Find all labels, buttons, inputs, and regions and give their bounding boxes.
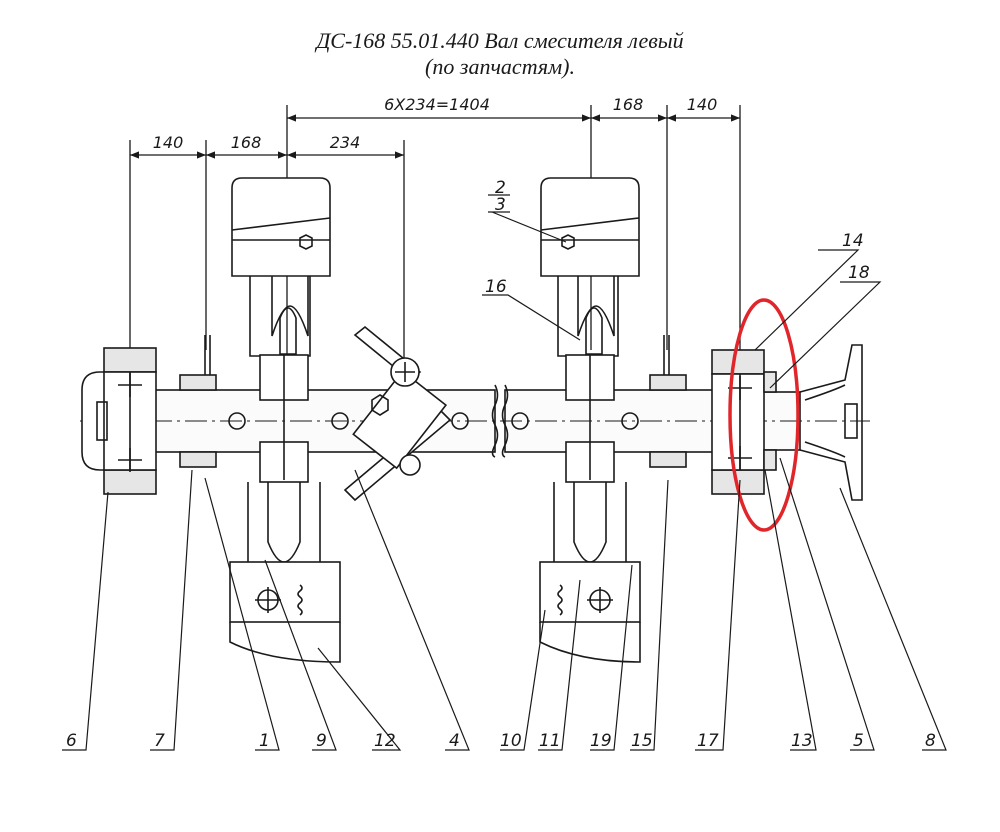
title-line-2: (по запчастям). [425, 54, 575, 79]
callout-8: 8 [925, 731, 936, 751]
left-paddle-assembly [229, 177, 341, 663]
highlight-ellipse [728, 298, 800, 532]
bottom-callout-leaders [62, 457, 947, 751]
callout-13: 13 [791, 731, 813, 751]
callout-7: 7 [154, 731, 165, 751]
middle-diagonal-paddle [343, 325, 452, 502]
callout-12: 12 [374, 731, 396, 751]
callout-3: 3 [495, 195, 506, 215]
right-bearing-housing [649, 335, 863, 501]
dim-top-168: 168 [613, 95, 644, 114]
top-callout-leaders [482, 194, 882, 389]
callout-19: 19 [590, 731, 612, 751]
right-paddle-assembly [539, 177, 641, 663]
callout-16: 16 [485, 277, 507, 297]
callout-17: 17 [697, 731, 719, 751]
dim-left-234: 234 [330, 133, 361, 152]
dim-6x234: 6Х234=1404 [384, 95, 490, 114]
callout-4: 4 [449, 731, 460, 751]
title-line-1: ДС-168 55.01.440 Вал смесителя левый [316, 28, 684, 53]
callout-10: 10 [500, 731, 522, 751]
callout-15: 15 [631, 731, 653, 751]
callout-2: 2 [495, 178, 506, 198]
callout-1: 1 [259, 731, 270, 751]
callout-9: 9 [316, 731, 327, 751]
dim-top-140: 140 [687, 95, 718, 114]
callout-6: 6 [66, 731, 77, 751]
dim-left-168: 168 [231, 133, 262, 152]
callout-14: 14 [842, 231, 864, 251]
callout-18: 18 [848, 263, 870, 283]
bottom-callout-labels: 6 7 1 9 12 4 10 11 19 15 17 13 5 8 [66, 731, 936, 751]
dim-left-140: 140 [153, 133, 184, 152]
dimension-lines [129, 105, 741, 360]
left-bearing-housing [81, 335, 217, 495]
callout-5: 5 [853, 731, 864, 751]
drawing-title: ДС-168 55.01.440 Вал смесителя левый (по… [0, 28, 1000, 80]
callout-11: 11 [539, 731, 561, 751]
